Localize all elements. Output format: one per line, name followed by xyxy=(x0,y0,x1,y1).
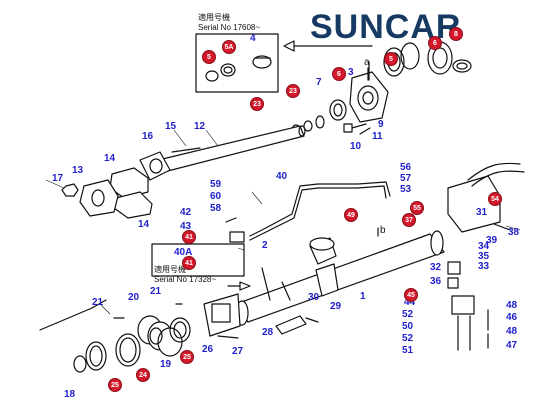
part-label-27: 27 xyxy=(232,346,244,357)
part-label-48-a: 48 xyxy=(506,300,518,311)
pipe-40 xyxy=(249,181,391,237)
callout-55: 55 xyxy=(410,201,424,215)
callout-41-a: 41 xyxy=(182,230,196,244)
callout-5: 5 xyxy=(202,50,216,64)
part-label-56: 56 xyxy=(400,162,412,173)
part-label-60: 60 xyxy=(210,191,222,202)
part-label-12: 12 xyxy=(194,121,206,132)
part-label-52-b: 52 xyxy=(402,333,414,344)
part-label-46: 46 xyxy=(506,312,518,323)
part-label-51: 51 xyxy=(402,345,414,356)
part-label-14-lower: 14 xyxy=(138,219,150,230)
leader-18 xyxy=(39,307,93,331)
part-label-7: 7 xyxy=(316,77,322,88)
part-label-9: 9 xyxy=(378,119,384,130)
part-label-47: 47 xyxy=(506,340,518,351)
part-label-44: 44 xyxy=(404,297,416,308)
part-label-18: 18 xyxy=(64,389,76,400)
callout-5-right: 5 xyxy=(384,52,398,66)
part-label-21-b: 21 xyxy=(150,286,162,297)
part-label-42: 42 xyxy=(180,207,192,218)
callout-6: 6 xyxy=(332,67,346,81)
part-label-33: 33 xyxy=(478,261,490,272)
part-label-21-a: 21 xyxy=(92,297,104,308)
callout-23-b: 23 xyxy=(286,84,300,98)
callout-54: 54 xyxy=(488,192,502,206)
serial-top: Serial No 17608~ xyxy=(198,23,261,32)
serial-left: Serial No 17328~ xyxy=(154,275,217,284)
part-label-28: 28 xyxy=(262,327,274,338)
part-label-40: 40 xyxy=(276,171,288,182)
part-label-58: 58 xyxy=(210,203,222,214)
callout-23-a: 23 xyxy=(250,97,264,111)
callout-25-b: 25 xyxy=(180,350,194,364)
clamp-lower xyxy=(113,191,153,219)
serial-top-cn: 適用号機 xyxy=(198,13,230,22)
part-label-3: 3 xyxy=(348,67,354,78)
piston-rod xyxy=(149,125,305,175)
part-label-15: 15 xyxy=(165,121,177,132)
part-label-39: 39 xyxy=(486,235,498,246)
detail-box-left xyxy=(151,243,245,277)
part-label-40A: 40A xyxy=(174,247,193,258)
part-label-43: 43 xyxy=(180,221,192,232)
part-label-4: 4 xyxy=(250,33,256,44)
part-label-11: 11 xyxy=(372,131,383,142)
part-label-48-b: 48 xyxy=(506,326,518,337)
callout-45: 45 xyxy=(404,288,418,302)
section-marker-a: a xyxy=(364,57,370,68)
part-label-1: 1 xyxy=(360,291,366,302)
callout-8: 8 xyxy=(449,27,463,41)
part-label-2: 2 xyxy=(262,240,268,251)
part-label-57: 57 xyxy=(400,173,412,184)
callout-24: 24 xyxy=(136,368,150,382)
part-label-36: 36 xyxy=(430,276,442,287)
callout-5A: 5A xyxy=(222,40,236,54)
part-label-30: 30 xyxy=(308,292,320,303)
callout-49: 49 xyxy=(344,208,358,222)
part-label-19: 19 xyxy=(160,359,172,370)
part-label-26: 26 xyxy=(202,344,214,355)
part-label-29: 29 xyxy=(330,301,342,312)
part-label-50: 50 xyxy=(402,321,414,332)
part-label-17: 17 xyxy=(52,173,64,184)
part-label-20: 20 xyxy=(128,292,140,303)
callout-25: 25 xyxy=(108,378,122,392)
head-part xyxy=(349,71,389,123)
part-label-32: 32 xyxy=(430,262,442,273)
part-label-53: 53 xyxy=(400,184,412,195)
part-label-38: 38 xyxy=(508,227,520,238)
part-label-35: 35 xyxy=(478,251,490,262)
part-label-59: 59 xyxy=(210,179,222,190)
part-label-14-upper: 14 xyxy=(104,153,116,164)
clamp-13 xyxy=(79,179,119,217)
part-label-52-a: 52 xyxy=(402,309,414,320)
callout-37: 37 xyxy=(402,213,416,227)
part-label-10: 10 xyxy=(350,141,362,152)
serial-left-cn: 適用号機 xyxy=(154,265,186,274)
part-label-13: 13 xyxy=(72,165,84,176)
callout-6-right: 6 xyxy=(428,36,442,50)
detail-box-top xyxy=(195,33,279,93)
part-label-31: 31 xyxy=(476,207,488,218)
part-label-16: 16 xyxy=(142,131,154,142)
part-label-34: 34 xyxy=(478,241,490,252)
section-marker-b: b xyxy=(380,225,386,236)
callout-41-b: 41 xyxy=(182,256,196,270)
